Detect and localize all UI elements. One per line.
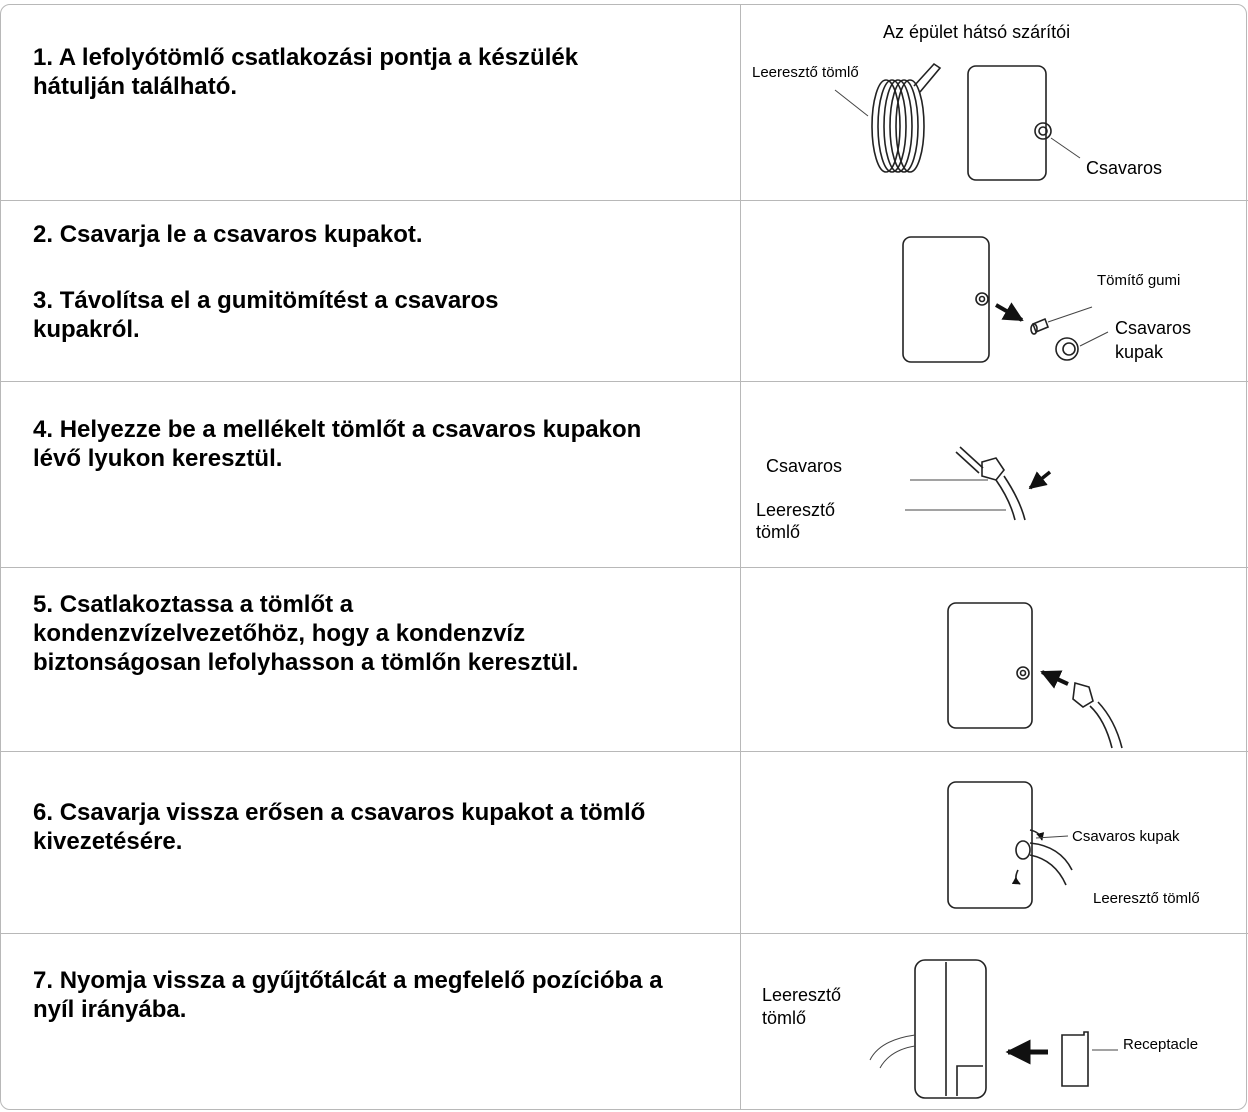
step-text: Helyezze be a mellékelt tömlőt a csavaro…	[33, 416, 642, 472]
step-text: A lefolyótömlő csatlakozási pontja a kés…	[33, 44, 579, 100]
step-2: 2. Csavarja le a csavaros kupakot.	[33, 220, 673, 249]
row-divider	[0, 381, 1248, 382]
step-number: 3.	[33, 287, 54, 314]
row-divider	[0, 200, 1248, 201]
fig6-cap-label: Csavaros kupak	[1072, 828, 1180, 845]
fig2-seal-label: Tömítő gumi	[1097, 272, 1181, 289]
fig7-receptacle-label: Receptacle	[1123, 1036, 1199, 1053]
step-number: 1.	[33, 44, 54, 71]
fig3-hose-label-2: tömlő	[756, 522, 801, 542]
cap-removal-drawing	[902, 236, 1109, 363]
step-number: 4.	[33, 416, 54, 443]
coiled-hose-drawing	[834, 62, 942, 173]
cap-tighten-drawing	[947, 781, 1073, 909]
tray-insert-drawing	[869, 959, 1118, 1099]
hose-connect-drawing	[947, 602, 1123, 749]
step-number: 6.	[33, 799, 54, 826]
step-7: 7. Nyomja vissza a gyűjtőtálcát a megfel…	[33, 966, 673, 1024]
fig2-cap-label-1: Csavaros	[1115, 318, 1192, 338]
fig1-title: Az épület hátsó szárítói	[883, 22, 1071, 42]
step-3: 3. Távolítsa el a gumitömítést a csavaro…	[33, 286, 503, 344]
row-divider	[0, 567, 1248, 568]
row-divider	[0, 751, 1248, 752]
step-number: 2.	[33, 221, 54, 248]
fig7-hose-label-2: tömlő	[762, 1008, 807, 1028]
fig3-cap-label: Csavaros	[766, 456, 843, 476]
step-number: 5.	[33, 591, 54, 618]
step-1: 1. A lefolyótömlő csatlakozási pontja a …	[33, 43, 673, 101]
step-text: Csavarja vissza erősen a csavaros kupako…	[33, 799, 646, 855]
hose-through-cap-drawing	[905, 446, 1052, 521]
fig2-cap-label-2: kupak	[1115, 342, 1164, 362]
step-text: Csatlakoztassa a tömlőt a kondenzvízelve…	[33, 591, 579, 676]
column-divider	[740, 4, 741, 1110]
fig1-cap-label: Csavaros	[1086, 158, 1163, 178]
step-4: 4. Helyezze be a mellékelt tömlőt a csav…	[33, 415, 673, 473]
step-5: 5. Csatlakoztassa a tömlőt a kondenzvíze…	[33, 590, 593, 677]
fig6-hose-label: Leeresztő tömlő	[1093, 890, 1200, 907]
appliance-back-drawing	[967, 65, 1081, 181]
step-text: Nyomja vissza a gyűjtőtálcát a megfelelő…	[33, 967, 663, 1023]
fig1-hose-label: Leeresztő tömlő	[752, 64, 859, 81]
fig3-hose-label-1: Leeresztő	[756, 500, 836, 520]
step-6: 6. Csavarja vissza erősen a csavaros kup…	[33, 798, 673, 856]
instruction-table	[0, 4, 1247, 1110]
step-text: Távolítsa el a gumitömítést a csavaros k…	[33, 287, 499, 343]
row-divider	[0, 933, 1248, 934]
step-number: 7.	[33, 967, 54, 994]
step-text: Csavarja le a csavaros kupakot.	[59, 221, 423, 248]
fig7-hose-label-1: Leeresztő	[762, 985, 842, 1005]
